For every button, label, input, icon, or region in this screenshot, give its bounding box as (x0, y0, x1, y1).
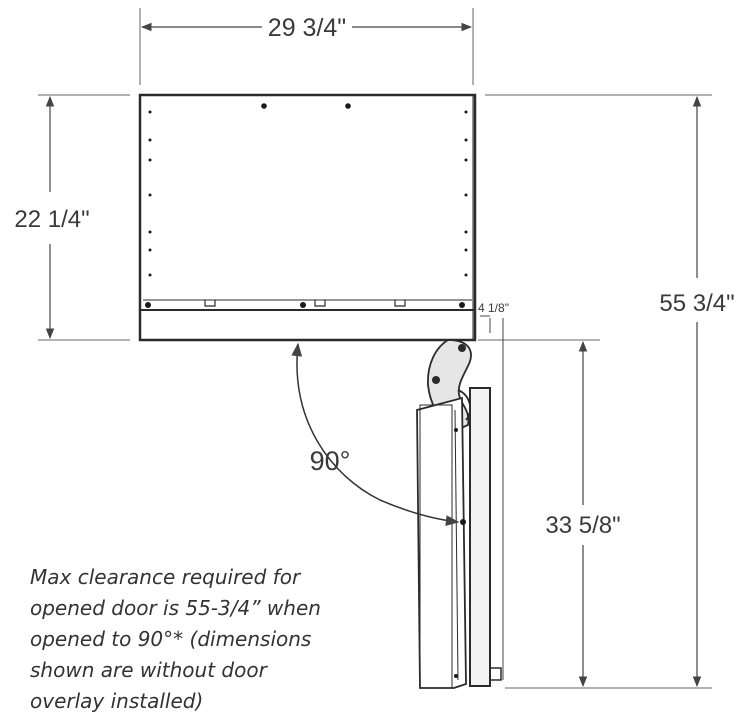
door-panel (416, 387, 502, 689)
depth-label: 22 1/4" (14, 206, 89, 233)
swing-angle-label: 90° (310, 446, 351, 476)
cabinet-screws (145, 103, 468, 308)
total-clearance-dimension: 55 3/4" (485, 94, 735, 689)
cabinet-body (138, 93, 477, 342)
total-clearance-label: 55 3/4" (659, 290, 734, 317)
depth-dimension: 22 1/4" (14, 94, 130, 341)
width-dimension: 29 3/4" (139, 8, 474, 85)
hinge-offset-label: 4 1/8" (478, 301, 509, 315)
door-clearance-dimension: 33 5/8" (478, 339, 621, 688)
hinge-offset-dimension: 4 1/8" (478, 301, 509, 680)
width-label: 29 3/4" (268, 14, 346, 42)
swing-arc: 90° (291, 342, 460, 527)
door-clearance-label: 33 5/8" (545, 512, 620, 539)
clearance-note: Max clearance required for opened door i… (30, 565, 321, 713)
